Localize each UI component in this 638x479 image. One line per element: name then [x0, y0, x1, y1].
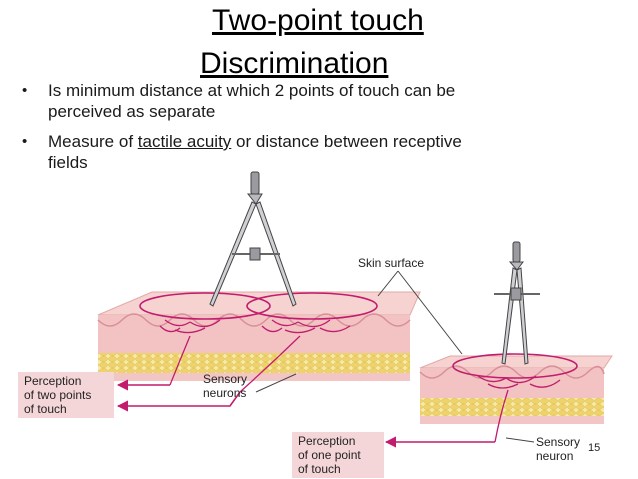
sensory-neuron-leader — [505, 437, 535, 443]
bullet-1-line1: Is minimum distance at which 2 points of… — [48, 81, 456, 100]
sensory-neurons-line1: Sensory — [203, 372, 247, 386]
bullet-2-line1: Measure of tactile acuity or distance be… — [48, 131, 622, 152]
perception-one-line3: of touch — [298, 462, 341, 476]
right-nerve-branches — [477, 375, 561, 443]
left-skin-block — [97, 291, 421, 393]
left-skin-dermis — [98, 315, 410, 353]
skin-surface-label: Skin surface — [358, 256, 424, 270]
left-receptive-field-2 — [246, 292, 378, 320]
perception-two-points-box — [18, 372, 114, 418]
right-skin-dermis — [420, 368, 604, 398]
sensory-neurons-leader — [255, 373, 297, 393]
right-fat-layer — [420, 398, 604, 416]
sensory-neuron-line1: Sensory — [536, 435, 580, 449]
bullet-2-post: or distance between receptive — [231, 132, 462, 151]
right-skin-base — [420, 416, 604, 424]
perception-two-line2: of two points — [24, 388, 91, 402]
left-compass-icon — [209, 171, 297, 307]
left-fat-layer — [98, 353, 410, 373]
slide-page-number: 15 — [588, 442, 601, 454]
sensory-neurons-line2: neurons — [203, 386, 246, 400]
right-receptive-field — [452, 353, 578, 379]
two-point-discrimination-figure: Skin surface Perception of two points of… — [18, 171, 613, 478]
right-compass-icon — [494, 241, 540, 365]
perception-two-line1: Perception — [24, 374, 81, 388]
left-receptive-field-1 — [139, 292, 271, 320]
perception-one-line1: Perception — [298, 434, 355, 448]
skin-surface-leader-right — [397, 270, 463, 355]
bullet-dot: • — [22, 82, 28, 99]
bullet-dot: • — [22, 133, 28, 150]
tactile-acuity-link[interactable]: tactile acuity — [137, 132, 232, 151]
left-skin-base — [98, 373, 410, 381]
skin-surface-leader-left — [377, 270, 399, 297]
bullet-1-line2: perceived as separate — [48, 102, 216, 121]
left-skin-ridge — [97, 313, 411, 327]
bullet-item-2: • Measure of tactile acuity or distance … — [22, 131, 622, 173]
sensory-neuron-line2: neuron — [536, 449, 573, 463]
left-nerve-branches — [159, 319, 351, 393]
bullet-2-pre: Measure of — [48, 132, 138, 151]
right-skin-block — [419, 353, 613, 443]
slide-title-line1: Two-point touch — [212, 4, 424, 37]
perception-two-line3: of touch — [24, 402, 67, 416]
bullet-2-line2: fields — [48, 153, 88, 172]
bullet-item-1: • Is minimum distance at which 2 points … — [22, 80, 622, 122]
right-skin-ridge — [419, 365, 605, 379]
perception-one-line2: of one point — [298, 448, 361, 462]
right-skin-top — [419, 355, 613, 369]
perception-one-point-box — [292, 432, 384, 478]
slide-title-line2: Discrimination — [200, 47, 389, 80]
arrow-two-points-lower — [116, 391, 241, 412]
bullet-list: • Is minimum distance at which 2 points … — [22, 80, 622, 182]
